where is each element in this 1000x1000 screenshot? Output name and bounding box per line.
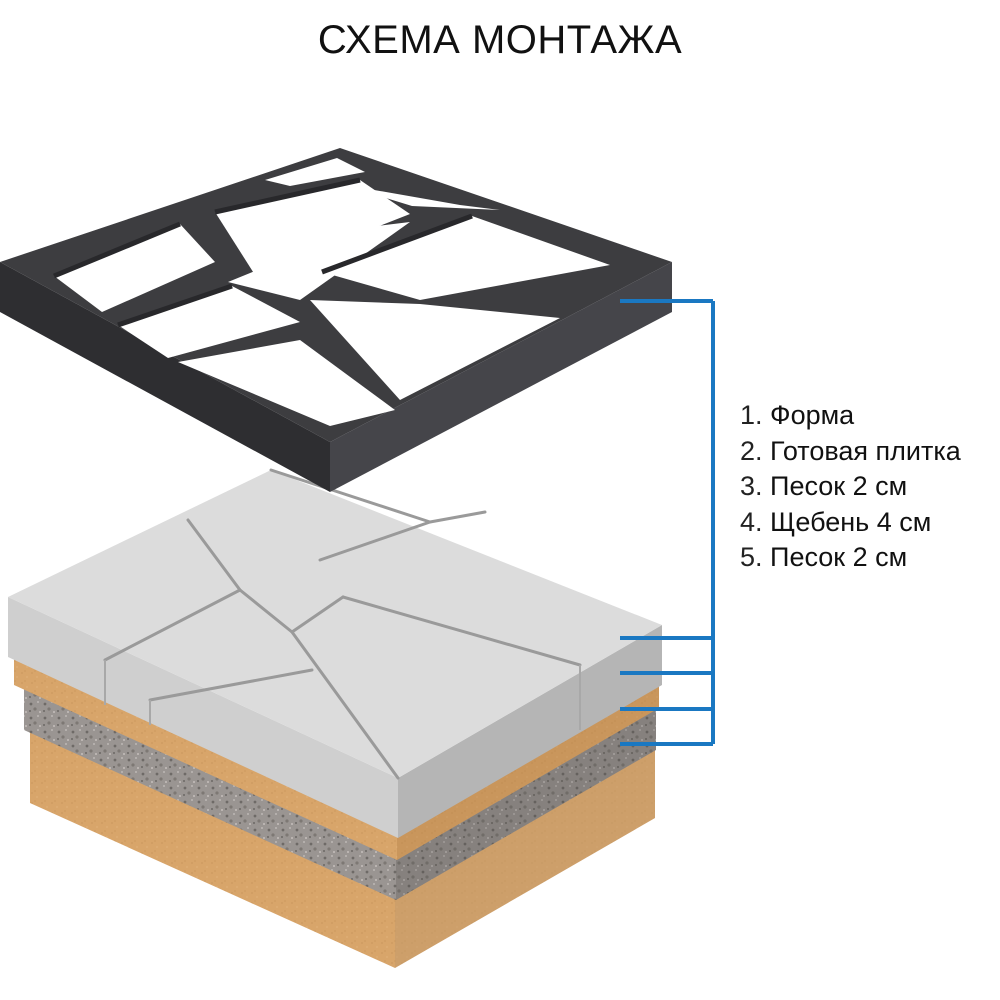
leader-lines — [620, 299, 715, 746]
plastic-mold-icon — [0, 148, 672, 492]
legend-item-2: 2. Готовая плитка — [740, 435, 961, 466]
legend-list: 1. Форма 2. Готовая плитка 3. Песок 2 см… — [740, 398, 961, 576]
legend-item-4: 4. Щебень 4 см — [740, 506, 932, 537]
tile-layer — [8, 468, 662, 838]
diagram-title: СХЕМА МОНТАЖА — [317, 18, 683, 62]
paving-stack-icon — [8, 468, 662, 968]
legend-item-3: 3. Песок 2 см — [740, 471, 908, 501]
legend-item-1: 1. Форма — [740, 400, 855, 430]
legend-item-5: 5. Песок 2 см — [740, 542, 908, 572]
